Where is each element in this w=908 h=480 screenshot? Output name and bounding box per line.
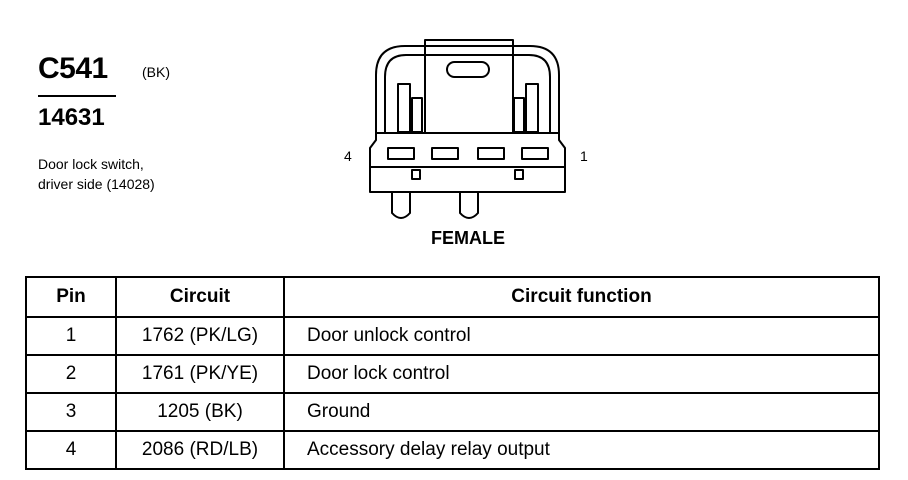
table-row: 1 1762 (PK/LG) Door unlock control [25, 316, 880, 356]
pinout-table: Pin Circuit Circuit function 1 1762 (PK/… [25, 276, 880, 470]
cell-function: Door unlock control [283, 316, 880, 356]
cell-pin: 2 [25, 354, 117, 394]
cell-function: Ground [283, 392, 880, 432]
connector-housing [369, 45, 566, 193]
connector-id: C541 [38, 52, 108, 85]
pin-label-left: 4 [344, 148, 352, 164]
description-line-1: Door lock switch, [38, 156, 144, 172]
cell-pin: 4 [25, 430, 117, 470]
right-post [525, 83, 539, 133]
cell-circuit: 1205 (BK) [115, 392, 285, 432]
cavity-1 [521, 147, 549, 160]
description-line-2: driver side (14028) [38, 176, 155, 192]
left-post-inner [411, 97, 423, 133]
table-row: 2 1761 (PK/YE) Door lock control [25, 354, 880, 394]
pin-label-right: 1 [580, 148, 588, 164]
connector-description: Door lock switch, driver side (14028) [38, 154, 155, 194]
gender-label: FEMALE [431, 228, 505, 248]
cavity-4 [387, 147, 415, 160]
header-divider [38, 95, 116, 97]
header-pin: Pin [25, 276, 117, 318]
connector-color: (BK) [142, 64, 170, 80]
left-post [397, 83, 411, 133]
cell-circuit: 2086 (RD/LB) [115, 430, 285, 470]
key-right [514, 169, 524, 180]
cavity-2 [477, 147, 505, 160]
cell-function: Door lock control [283, 354, 880, 394]
right-leg [459, 192, 479, 219]
part-number: 14631 [38, 104, 105, 131]
cell-circuit: 1761 (PK/YE) [115, 354, 285, 394]
cell-pin: 3 [25, 392, 117, 432]
header-circuit: Circuit [115, 276, 285, 318]
key-left [411, 169, 421, 180]
cell-pin: 1 [25, 316, 117, 356]
cavity-3 [431, 147, 459, 160]
header-function: Circuit function [283, 276, 880, 318]
connector-inner-shell [384, 54, 551, 133]
latch-slot [446, 61, 490, 78]
cell-circuit: 1762 (PK/LG) [115, 316, 285, 356]
left-leg [391, 192, 411, 219]
latch-block [424, 39, 514, 134]
right-post-inner [513, 97, 525, 133]
table-row: 3 1205 (BK) Ground [25, 392, 880, 432]
table-row: 4 2086 (RD/LB) Accessory delay relay out… [25, 430, 880, 470]
cell-function: Accessory delay relay output [283, 430, 880, 470]
connector-face-diagram: 4 1 [344, 39, 588, 219]
table-header-row: Pin Circuit Circuit function [25, 276, 880, 318]
